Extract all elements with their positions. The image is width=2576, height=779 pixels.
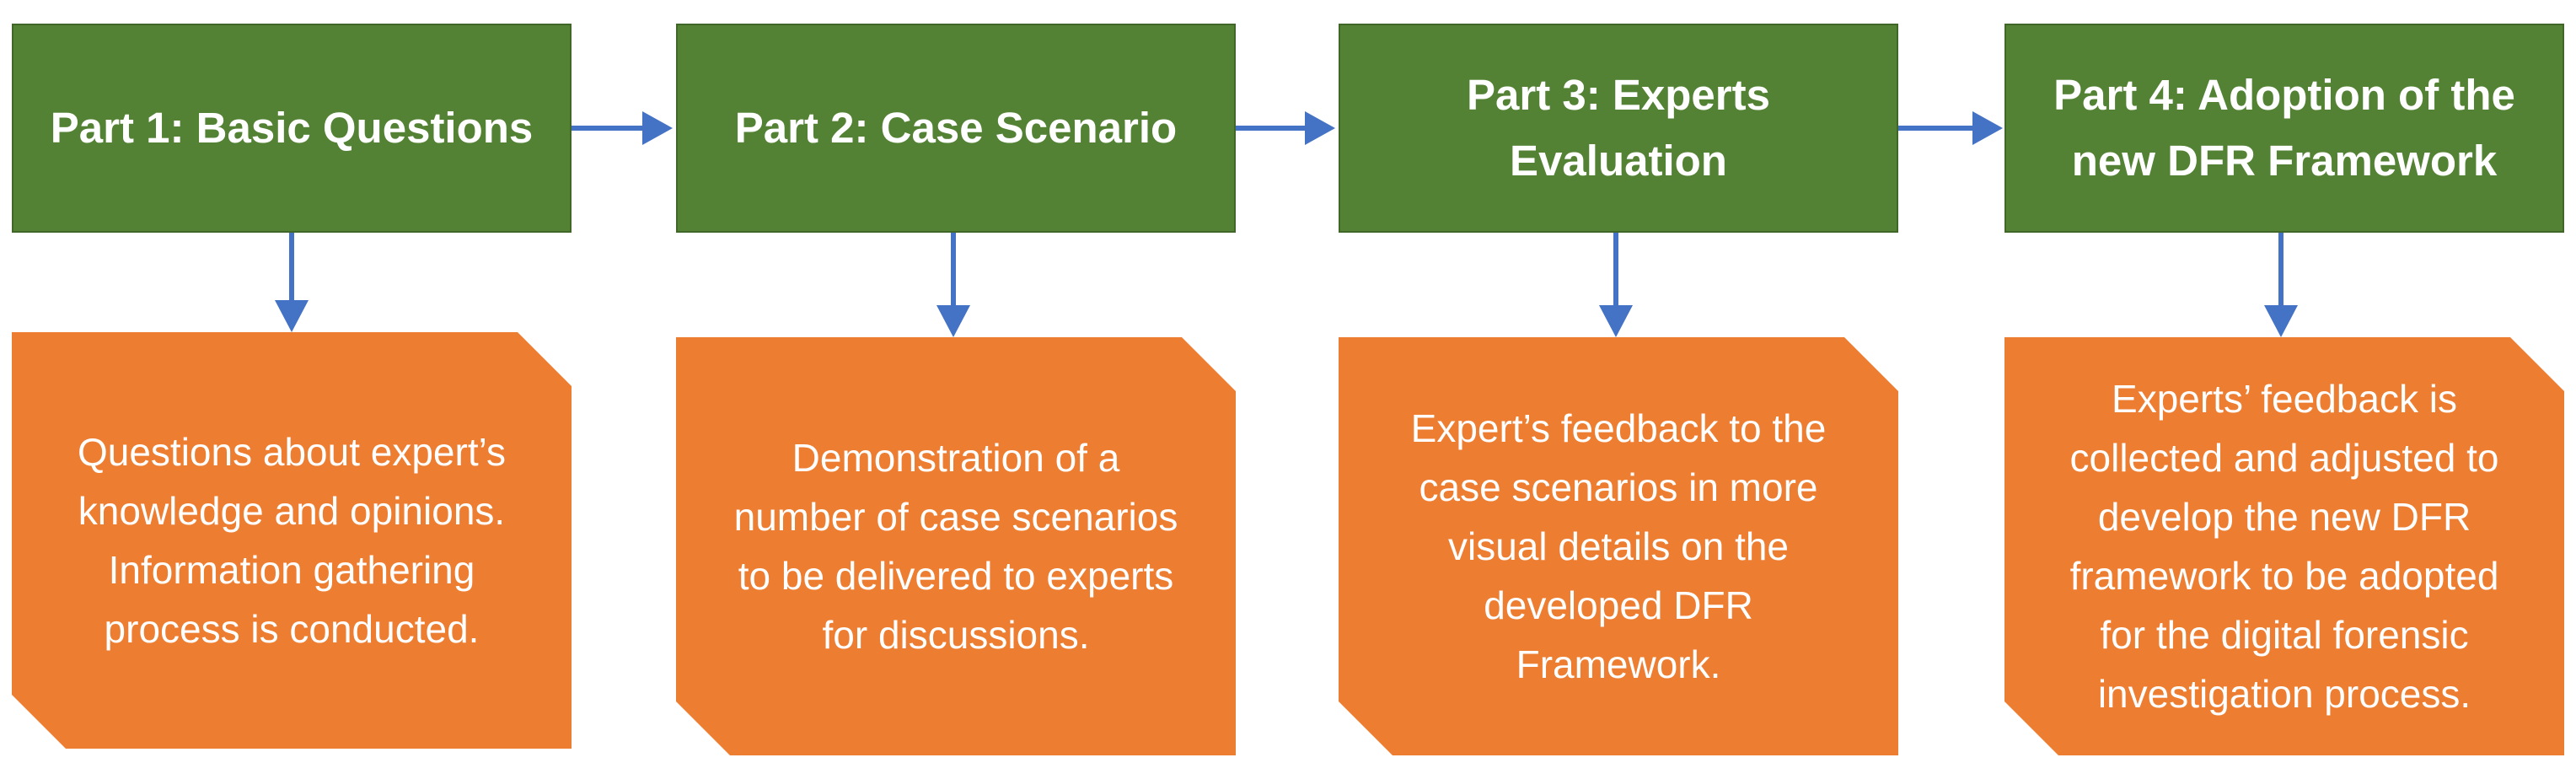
part-2-box: Part 2: Case Scenario: [676, 24, 1236, 233]
vertical-arrow-part-1: [275, 233, 309, 332]
part-2-title: Part 2: Case Scenario: [734, 104, 1178, 152]
part-1-description: Questions about expert’s knowledge and o…: [77, 430, 507, 651]
part-3-description-box: Expert’s feedback to the case scenarios …: [1339, 337, 1898, 755]
part-4-description: Experts’ feedback is collected and adjus…: [2069, 377, 2499, 716]
part-2-description-box: Demonstration of a number of case scenar…: [676, 337, 1236, 755]
part-4-box: Part 4: Adoption of the new DFR Framewor…: [2004, 24, 2564, 233]
horizontal-arrow-2-to-3: [1236, 111, 1335, 145]
vertical-arrow-part-4: [2264, 233, 2298, 337]
part-4-description-box: Experts’ feedback is collected and adjus…: [2004, 337, 2564, 755]
part-3-title: Part 3: Experts Evaluation: [1467, 71, 1770, 185]
part-2-description: Demonstration of a number of case scenar…: [733, 436, 1178, 657]
part-3-box: Part 3: Experts Evaluation: [1339, 24, 1898, 233]
vertical-arrow-part-2: [936, 233, 970, 337]
part-1-box: Part 1: Basic Questions: [12, 24, 572, 233]
part-1-title: Part 1: Basic Questions: [50, 104, 534, 152]
part-3-description: Expert’s feedback to the case scenarios …: [1410, 406, 1827, 686]
vertical-arrow-part-3: [1599, 233, 1633, 337]
horizontal-arrow-3-to-4: [1898, 111, 2003, 145]
part-1-description-box: Questions about expert’s knowledge and o…: [12, 332, 572, 749]
horizontal-arrow-1-to-2: [572, 111, 673, 145]
part-4-title: Part 4: Adoption of the new DFR Framewor…: [2053, 71, 2515, 185]
